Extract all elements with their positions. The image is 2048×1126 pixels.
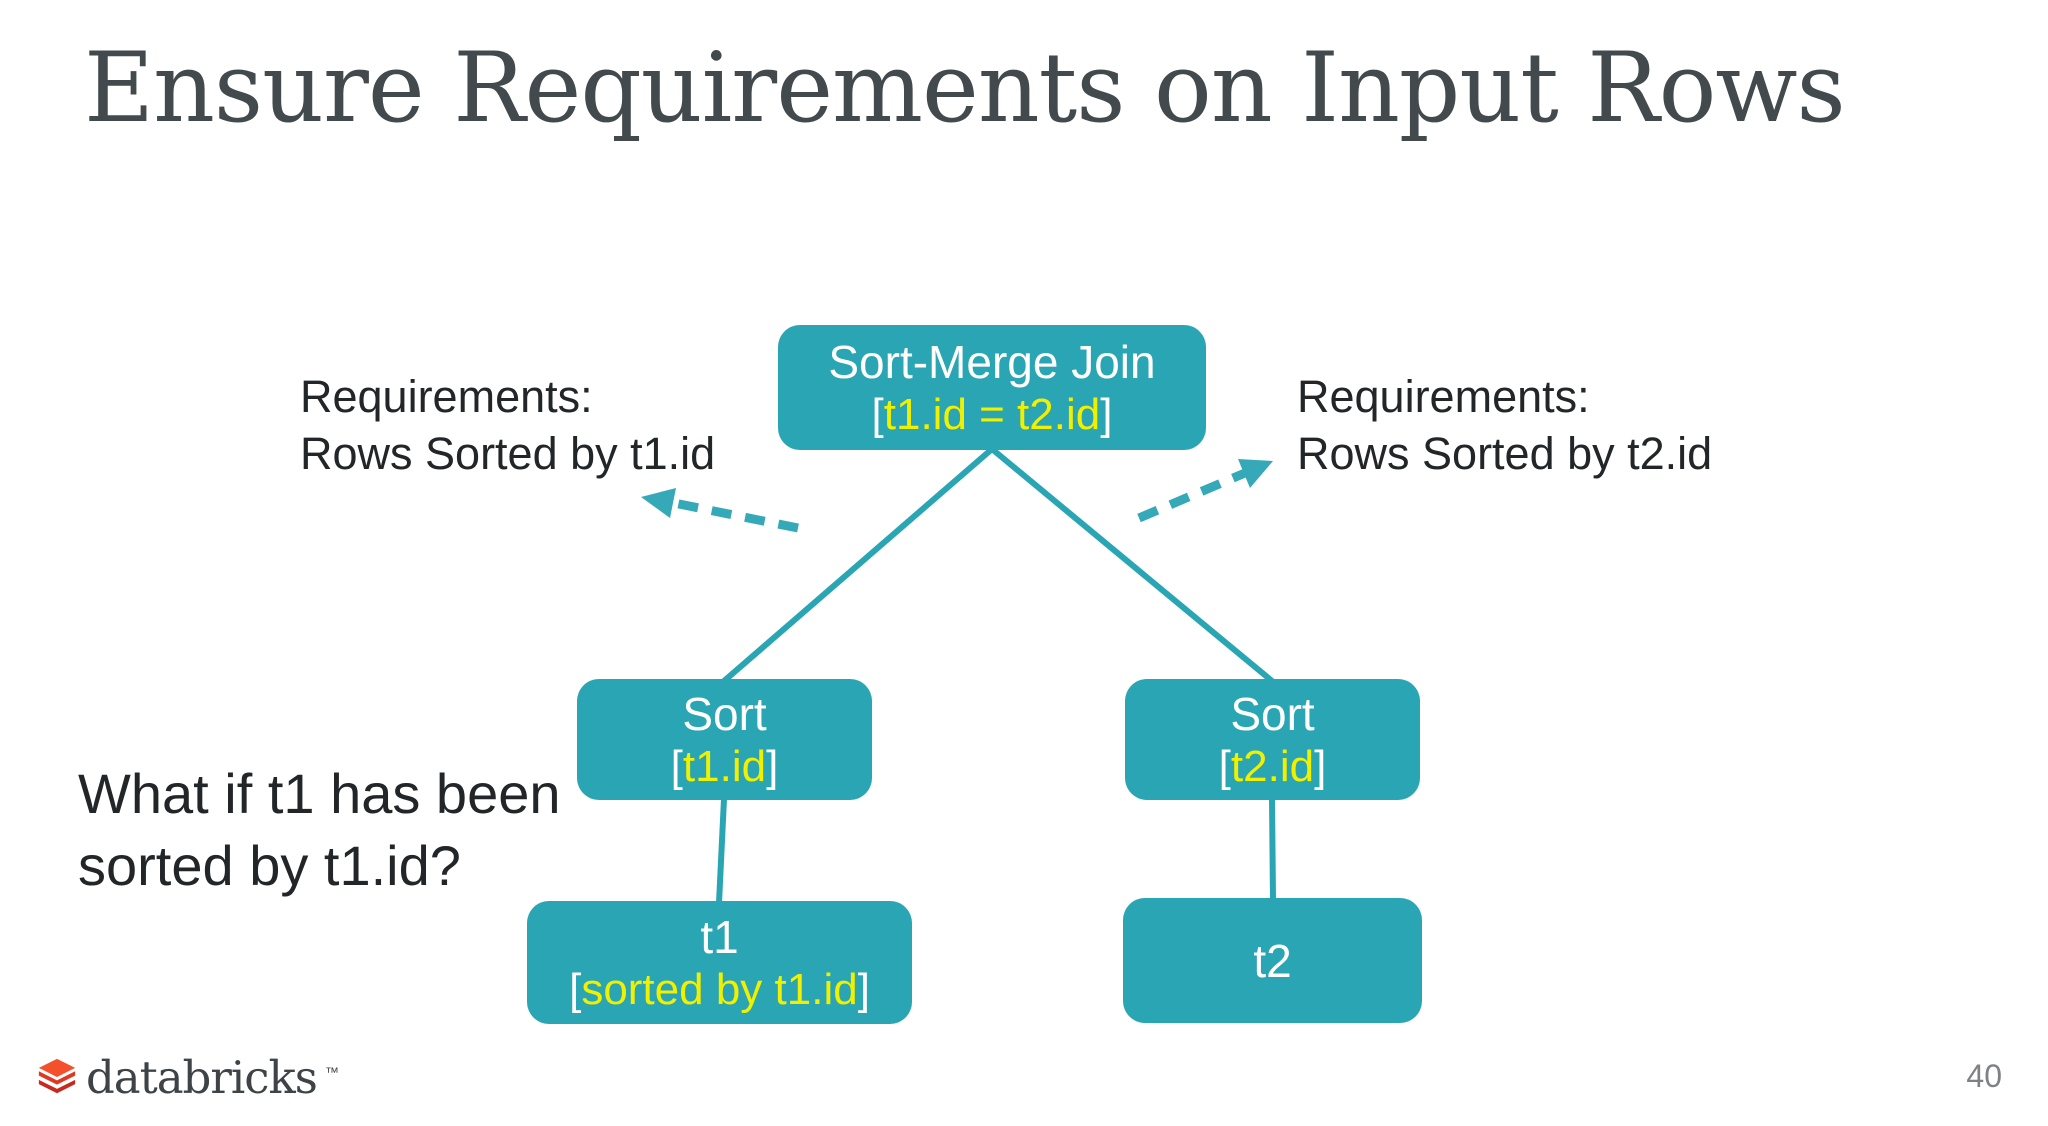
question-line1: What if t1 has been <box>78 762 561 825</box>
question-line2: sorted by t1.id? <box>78 834 461 897</box>
requirement-left-line2: Rows Sorted by t1.id <box>300 428 716 479</box>
connector-left-sort-to-t1 <box>716 796 727 906</box>
question-text: What if t1 has been sorted by t1.id? <box>78 758 561 902</box>
table-t2-node: t2 <box>1123 898 1422 1023</box>
expr-highlight: t2.id <box>1230 741 1315 791</box>
sort-right-node-title: Sort <box>1230 687 1315 740</box>
requirement-left-line1: Requirements: <box>300 371 593 422</box>
table-t1-node: t1 [sorted by t1.id] <box>527 901 912 1024</box>
right-arrowhead-icon <box>1238 459 1273 488</box>
sort-right-node-expr: [t2.id] <box>1219 741 1327 793</box>
logo-brick-bottom <box>38 1079 76 1094</box>
connector-join-to-left-sort <box>721 446 995 684</box>
databricks-logo-icon <box>38 1058 76 1094</box>
connector-right-sort-to-t2 <box>1269 796 1276 903</box>
sort-right-node: Sort [t2.id] <box>1125 679 1420 800</box>
requirement-left-text: Requirements: Rows Sorted by t1.id <box>300 368 715 482</box>
brand-wordmark: databricks <box>86 1050 318 1104</box>
requirement-right-line1: Requirements: <box>1297 371 1590 422</box>
expr-highlight: t1.id <box>682 741 767 791</box>
requirement-right-line2: Rows Sorted by t2.id <box>1297 428 1713 479</box>
connector-join-to-right-sort <box>989 446 1275 684</box>
trademark-symbol: ™ <box>324 1064 339 1080</box>
bracket-open: [ <box>871 389 884 439</box>
page-number: 40 <box>1966 1058 2002 1094</box>
bracket-open: [ <box>569 964 582 1014</box>
sort-left-node-expr: [t1.id] <box>671 741 779 793</box>
left-requirement-arrow-line <box>673 498 799 533</box>
requirement-right-text: Requirements: Rows Sorted by t2.id <box>1297 368 1712 482</box>
left-arrowhead-icon <box>641 488 676 518</box>
join-node-title: Sort-Merge Join <box>828 335 1156 388</box>
slide-title: Ensure Requirements on Input Rows <box>84 32 1846 144</box>
bracket-close: ] <box>1314 741 1327 791</box>
bracket-close: ] <box>1100 389 1113 439</box>
right-requirement-arrow-line <box>1137 468 1247 523</box>
table-t1-node-title: t1 <box>700 910 739 963</box>
sort-left-node: Sort [t1.id] <box>577 679 872 800</box>
join-node: Sort-Merge Join [t1.id = t2.id] <box>778 325 1206 450</box>
table-t1-node-expr: [sorted by t1.id] <box>569 964 870 1016</box>
table-t2-node-title: t2 <box>1253 934 1292 987</box>
bracket-close: ] <box>766 741 779 791</box>
bracket-open: [ <box>1218 741 1231 791</box>
bracket-open: [ <box>670 741 683 791</box>
sort-left-node-title: Sort <box>682 687 767 740</box>
expr-highlight: t1.id = t2.id <box>883 389 1101 439</box>
bracket-close: ] <box>857 964 870 1014</box>
logo-brick-middle <box>38 1071 76 1085</box>
join-node-expr: [t1.id = t2.id] <box>872 389 1113 441</box>
databricks-logo: databricks ™ <box>36 1054 339 1100</box>
expr-highlight: sorted by t1.id <box>581 964 858 1014</box>
